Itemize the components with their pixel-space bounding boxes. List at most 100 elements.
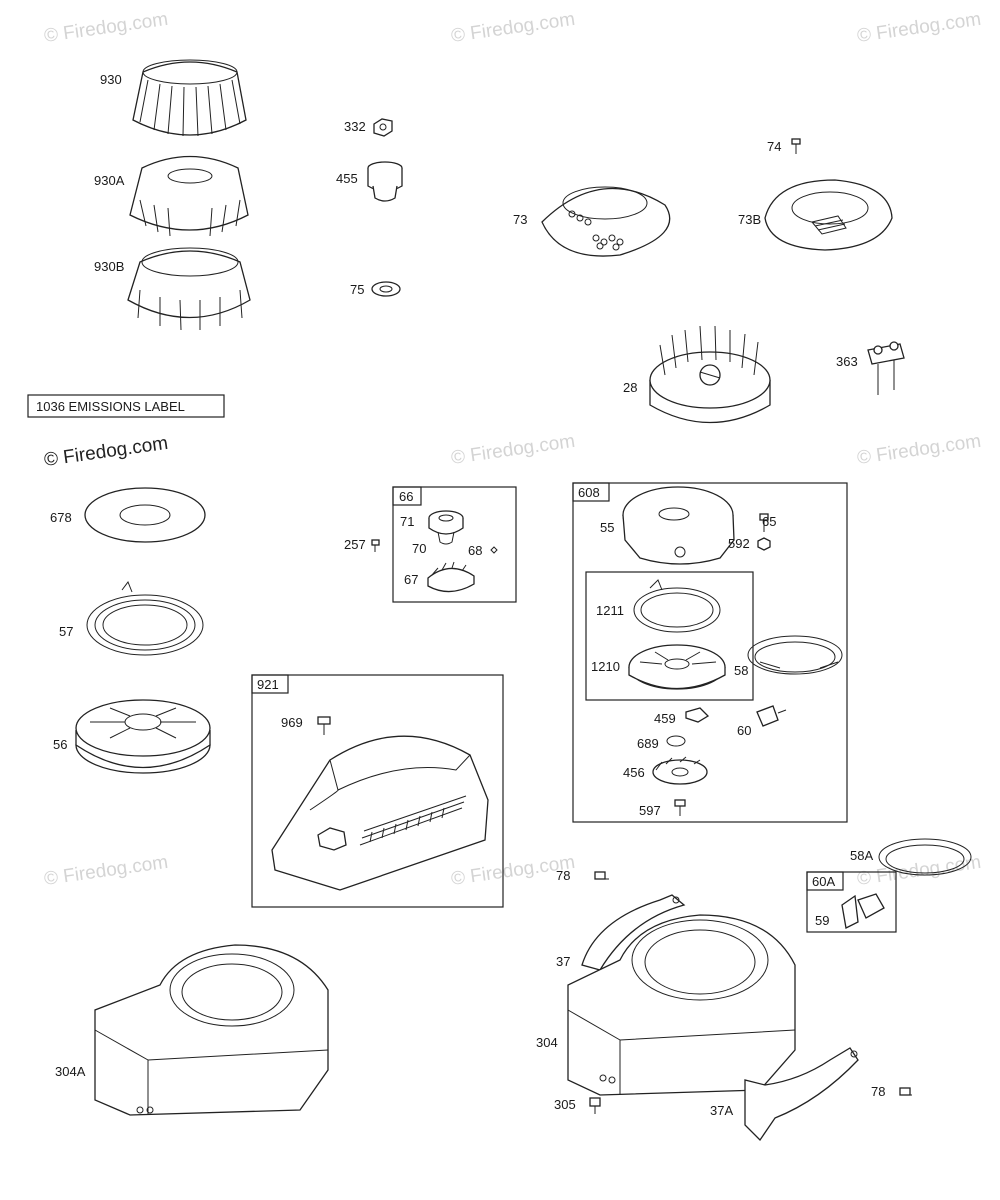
part-78b-drawing — [899, 1087, 912, 1096]
watermark-main: © Firedog.com — [43, 433, 170, 471]
sub-box-1210 — [585, 571, 754, 701]
part-257-drawing — [371, 539, 380, 552]
part-67-drawing — [427, 561, 475, 593]
part-label: 678 — [50, 510, 72, 525]
part-455-drawing — [367, 161, 403, 202]
part-71-drawing — [428, 510, 464, 545]
part-label: 459 — [654, 711, 676, 726]
part-label: 37 — [556, 954, 570, 969]
part-label: 304A — [55, 1064, 86, 1079]
part-label: 68 — [468, 543, 482, 558]
part-label: 71 — [400, 514, 414, 529]
part-930A-drawing — [129, 155, 249, 237]
part-597-drawing — [674, 799, 686, 816]
part-label: 75 — [350, 282, 364, 297]
emissions-label-box — [27, 394, 225, 418]
part-label: 59 — [815, 913, 829, 928]
part-37A-drawing — [744, 1047, 859, 1142]
part-78-drawing — [594, 871, 609, 880]
part-969-drawing — [317, 716, 331, 735]
part-58-drawing — [747, 635, 843, 675]
part-label: 456 — [623, 765, 645, 780]
part-label: 65 — [762, 514, 776, 529]
part-921-drawing — [271, 735, 489, 891]
watermark: © Firedog.com — [856, 431, 983, 469]
part-label: 1211 — [596, 603, 624, 618]
emissions-label: 1036 EMISSIONS LABEL — [36, 399, 185, 414]
part-75-drawing — [371, 281, 401, 297]
part-label: 455 — [336, 171, 358, 186]
part-label: 67 — [404, 572, 418, 587]
group-label-608: 608 — [578, 485, 600, 500]
watermark: © Firedog.com — [43, 852, 170, 890]
part-592-drawing — [757, 537, 771, 551]
part-label: 304 — [536, 1035, 558, 1050]
part-label: 56 — [53, 737, 67, 752]
part-label: 930 — [100, 72, 122, 87]
part-label: 930A — [94, 173, 125, 188]
part-37-drawing — [581, 894, 686, 971]
part-label: 73B — [738, 212, 761, 227]
part-label: 305 — [554, 1097, 576, 1112]
part-678-drawing — [84, 487, 206, 543]
part-label: 597 — [639, 803, 661, 818]
group-921: 921 — [251, 674, 504, 908]
group-label-66: 66 — [399, 489, 413, 504]
part-label: 332 — [344, 119, 366, 134]
part-label: 257 — [344, 537, 366, 552]
part-label: 689 — [637, 736, 659, 751]
part-304-drawing — [567, 914, 796, 1096]
group-608: 608 — [572, 482, 848, 823]
group-label-921: 921 — [257, 677, 279, 692]
part-label: 37A — [710, 1103, 733, 1118]
part-label: 57 — [59, 624, 73, 639]
part-57-drawing — [86, 580, 204, 656]
watermark: © Firedog.com — [450, 431, 577, 469]
part-305-drawing — [589, 1097, 601, 1114]
part-1211-drawing — [633, 579, 721, 633]
part-363-drawing — [867, 341, 905, 395]
part-332-drawing — [373, 118, 393, 137]
part-28-drawing — [649, 325, 771, 424]
part-label: 60 — [737, 723, 751, 738]
part-930-drawing — [132, 59, 247, 137]
part-459-drawing — [685, 707, 710, 723]
group-label-60A: 60A — [812, 874, 835, 889]
part-58A-drawing — [878, 838, 972, 876]
part-73B-drawing — [764, 179, 893, 251]
group-66: 66 — [392, 486, 517, 603]
part-1210-drawing — [628, 644, 726, 690]
part-label: 74 — [767, 139, 781, 154]
part-68-drawing — [490, 546, 498, 554]
part-label: 1210 — [591, 659, 620, 674]
part-label: 78 — [556, 868, 570, 883]
part-label: 58 — [734, 663, 748, 678]
part-label: 58A — [850, 848, 873, 863]
part-74-drawing — [791, 138, 801, 154]
part-65-drawing — [759, 513, 769, 532]
part-label: 28 — [623, 380, 637, 395]
watermark: © Firedog.com — [856, 9, 983, 47]
part-689-drawing — [666, 735, 686, 747]
part-label: 363 — [836, 354, 858, 369]
group-60A: 60A — [806, 871, 897, 933]
part-456-drawing — [652, 756, 708, 785]
part-label: 70 — [412, 541, 426, 556]
part-label: 930B — [94, 259, 124, 274]
part-label: 969 — [281, 715, 303, 730]
watermark: © Firedog.com — [43, 9, 170, 47]
part-60-drawing — [756, 705, 787, 727]
part-label: 73 — [513, 212, 527, 227]
part-56-drawing — [75, 699, 211, 774]
part-labels: 930 930A 930B 332 455 75 74 73 73B 28 36… — [50, 72, 885, 1118]
part-label: 78 — [871, 1084, 885, 1099]
watermark: © Firedog.com — [450, 9, 577, 47]
part-label: 55 — [600, 520, 614, 535]
part-304A-drawing — [94, 944, 329, 1116]
part-59-drawing — [841, 893, 885, 929]
part-73-drawing — [541, 186, 671, 257]
part-55-drawing — [622, 486, 735, 565]
part-label: 592 — [728, 536, 750, 551]
part-930B-drawing — [127, 247, 251, 331]
